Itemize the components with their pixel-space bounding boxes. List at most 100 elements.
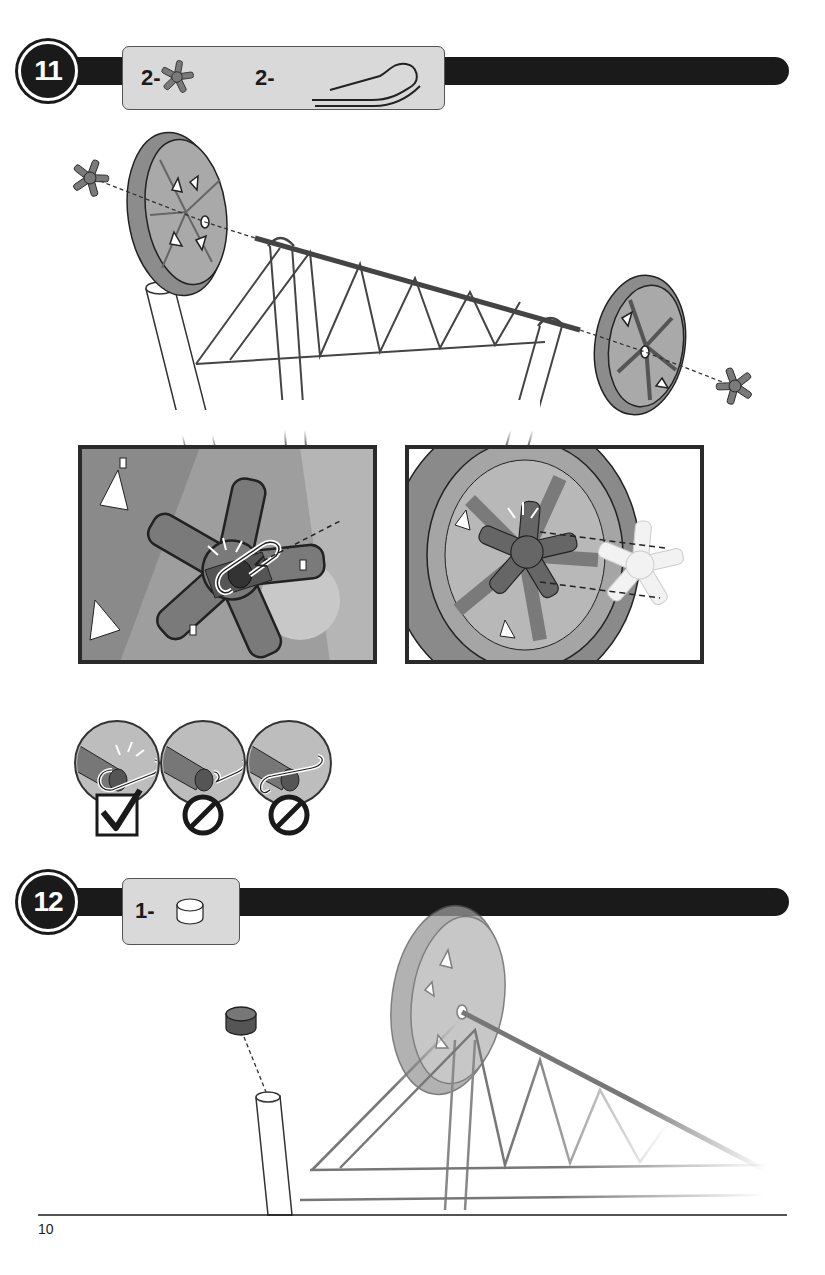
leg-tube: [140, 282, 230, 452]
r-clip-icon: [312, 64, 417, 100]
hub-cap-icon: [158, 58, 196, 95]
wheel: [379, 898, 514, 1101]
clip-position-example: [214, 760, 246, 782]
parts-list-box: 2- 2-: [122, 46, 445, 110]
end-cap-icon: [177, 899, 203, 924]
r-clip-icon: [312, 64, 420, 106]
wheel: [656, 378, 668, 388]
clip-position-example: [261, 756, 323, 793]
wheel-frame: [300, 1195, 765, 1200]
wheel: [196, 236, 206, 250]
part-quantity: 2-: [255, 65, 275, 91]
part-quantity: 1-: [135, 898, 155, 924]
detail-inset: [500, 620, 515, 638]
wheel-frame: [255, 238, 580, 330]
clip-position-example: [99, 760, 160, 790]
detail-inset: [208, 538, 242, 555]
wheel: [601, 280, 691, 411]
hub-cap: [66, 154, 114, 201]
prohibited-symbol: [191, 803, 215, 827]
detail-inset: [472, 497, 582, 602]
clip-position-example: [146, 721, 246, 805]
wheel: [379, 898, 515, 1101]
check-mark-symbol: [103, 790, 140, 828]
wheel-frame: [340, 1030, 670, 1168]
wheel: [172, 178, 182, 192]
detail-inset: [120, 458, 126, 468]
wheel: [170, 232, 182, 246]
footer-rule: [38, 1214, 787, 1216]
assembly-dashed-line: [100, 181, 255, 238]
end-cap: [226, 1007, 256, 1035]
detail-inset: [255, 520, 342, 565]
detail-inset: [445, 460, 605, 650]
wheel: [586, 269, 695, 420]
hub-cap: [711, 362, 759, 409]
clip-position-example: [232, 721, 331, 805]
clip-position-example: [116, 742, 144, 756]
detail-inset: [80, 447, 375, 672]
wheel-frame: [445, 1040, 475, 1210]
wheel-frame: [196, 238, 580, 450]
page-number: 10: [38, 1221, 54, 1237]
step-header-bar: [122, 46, 445, 110]
wheel: [190, 176, 198, 190]
part-quantity: 2-: [141, 65, 161, 91]
wheel: [641, 346, 649, 358]
detail-inset: [100, 470, 128, 510]
clip-position-example: [60, 721, 160, 805]
wheel-frame: [230, 252, 520, 360]
wheel: [586, 269, 695, 420]
clip-position-example: [146, 740, 246, 791]
detail-inset: [540, 532, 665, 598]
clip-position-example: [60, 740, 160, 791]
leg-tube: [256, 1092, 292, 1215]
detail-inset: [255, 556, 267, 566]
prohibited-symbol: [185, 797, 307, 833]
detail-inset: [407, 447, 702, 662]
wheel: [440, 950, 452, 968]
r-clip-icon: [315, 86, 420, 106]
detail-inset: [80, 447, 375, 662]
detail-inset: [190, 625, 196, 635]
wheel: [117, 126, 235, 302]
wheel: [425, 982, 434, 996]
assembly-dashed-line: [100, 181, 725, 383]
wheel-frame: [462, 1012, 765, 1170]
wheel-frame: [196, 342, 545, 364]
clip-position-example: [195, 769, 213, 791]
detail-inset: [508, 502, 538, 518]
clip-position-example: [232, 740, 322, 793]
detail-inset: [123, 460, 342, 662]
wheel-frame: [270, 400, 540, 450]
leg-tube: [256, 1092, 280, 1102]
detail-inset: [90, 600, 120, 640]
hub-cap-icon: [158, 58, 196, 95]
end-cap: [226, 1007, 256, 1021]
detail-inset: [80, 447, 375, 662]
wheel: [117, 126, 236, 302]
detail-inset: [455, 510, 470, 530]
parts-list-box: 1-: [122, 878, 240, 945]
detail-inset: [123, 460, 342, 662]
hub-cap: [66, 154, 758, 409]
leg-tube: [256, 1096, 292, 1215]
detail-inset: [390, 415, 702, 695]
wheel-frame: [312, 1020, 460, 1170]
end-cap-icon: [177, 899, 203, 911]
clip-position-example: [261, 756, 323, 793]
step-number: 12: [33, 886, 62, 918]
wheel: [136, 134, 236, 290]
prohibited-symbol: [271, 797, 307, 833]
step-number: 11: [34, 55, 62, 87]
detail-inset: [300, 560, 306, 570]
step-number-circle: 11: [18, 41, 78, 101]
detail-inset: [407, 447, 702, 662]
step-header-bar: [60, 46, 789, 110]
detail-inset: [427, 447, 623, 662]
prohibited-symbol: [277, 803, 301, 827]
prohibited-symbol: [185, 797, 221, 833]
clip-position-example: [99, 760, 160, 790]
